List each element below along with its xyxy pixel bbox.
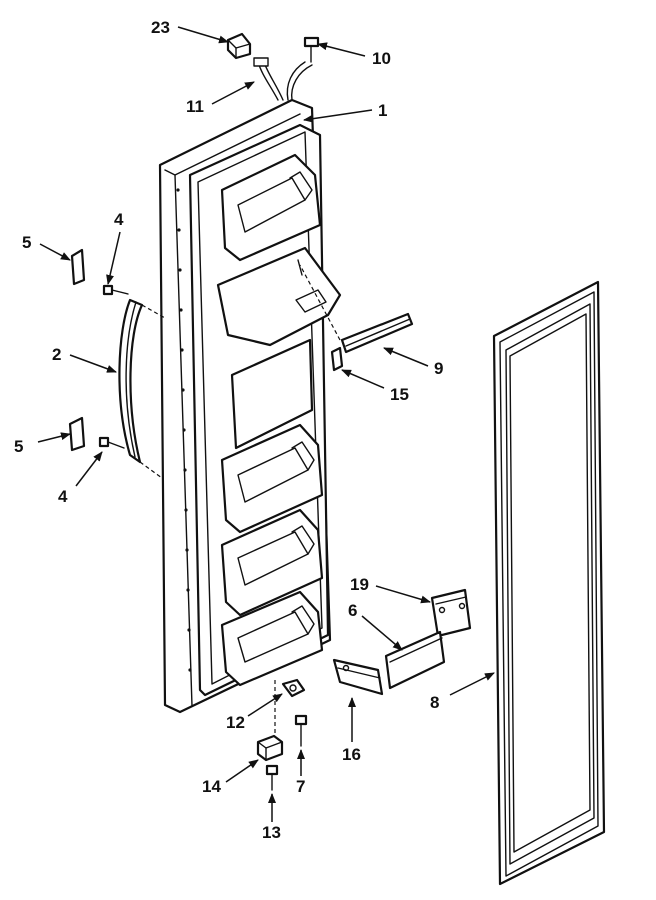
label-15: 15 (390, 385, 409, 404)
wire-harness (253, 57, 313, 101)
trim-strip (299, 264, 414, 354)
label-12: 12 (226, 713, 245, 732)
label-4-upper: 4 (114, 210, 124, 229)
label-19: 19 (350, 575, 369, 594)
label-10: 10 (372, 49, 391, 68)
door-panel (158, 98, 342, 714)
handle-cap-upper (70, 248, 86, 286)
handle-cap-lower (68, 416, 86, 452)
label-23: 23 (151, 18, 170, 37)
label-1: 1 (378, 101, 387, 120)
hinge-screw-bottom (265, 764, 279, 791)
hinge-screw-right (294, 714, 308, 747)
label-16: 16 (342, 745, 361, 764)
bracket-19 (430, 588, 472, 638)
handle-screw-upper (102, 284, 129, 296)
label-2: 2 (52, 345, 61, 364)
edge-rivets (176, 188, 192, 672)
label-7: 7 (296, 777, 305, 796)
screw-top (303, 36, 320, 63)
handle-screw-lower (98, 436, 125, 449)
door-gasket (492, 280, 606, 886)
leader-lines (37, 26, 495, 822)
label-5-lower: 5 (14, 437, 23, 456)
trim-clip (330, 346, 344, 372)
bracket-16 (332, 658, 384, 696)
door-handle (118, 298, 166, 479)
label-9: 9 (434, 359, 443, 378)
bracket-6 (384, 630, 446, 690)
label-13: 13 (262, 823, 281, 842)
label-4-lower: 4 (58, 487, 68, 506)
hinge-bushing (274, 678, 306, 735)
label-14: 14 (202, 777, 221, 796)
label-6: 6 (348, 601, 357, 620)
label-8: 8 (430, 693, 439, 712)
hinge-bracket (256, 734, 284, 762)
label-5-upper: 5 (22, 233, 31, 252)
label-11: 11 (186, 97, 204, 116)
wire-connector (226, 32, 252, 60)
